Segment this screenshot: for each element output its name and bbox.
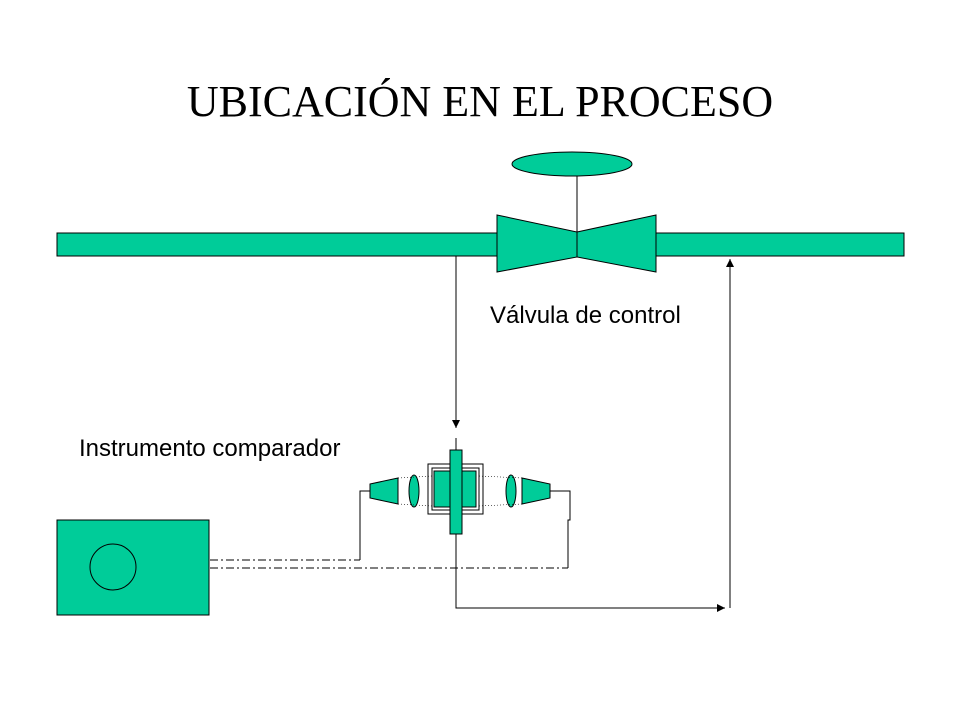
instrument-label: Instrumento comparador <box>79 435 341 462</box>
right-lead <box>550 490 571 568</box>
valve-body-right <box>576 214 657 273</box>
left-lead <box>359 490 370 560</box>
control-valve <box>496 151 657 273</box>
recorder-dial-icon <box>89 543 137 591</box>
return-line <box>455 535 725 612</box>
comparator-instrument <box>369 438 551 540</box>
left-emitter <box>369 477 399 505</box>
slide-title: UBICACIÓN EN EL PROCESO <box>186 77 774 126</box>
left-lens <box>408 474 420 508</box>
right-beam-bottom <box>478 503 523 507</box>
valve-body-left <box>496 214 578 273</box>
valve-label: Válvula de control <box>490 302 681 329</box>
right-emitter <box>521 477 551 505</box>
right-lens <box>505 474 517 508</box>
instrument-stem <box>449 449 463 535</box>
right-beam-top <box>478 475 523 479</box>
process-pipe <box>56 232 905 257</box>
valve-actuator <box>511 151 633 177</box>
